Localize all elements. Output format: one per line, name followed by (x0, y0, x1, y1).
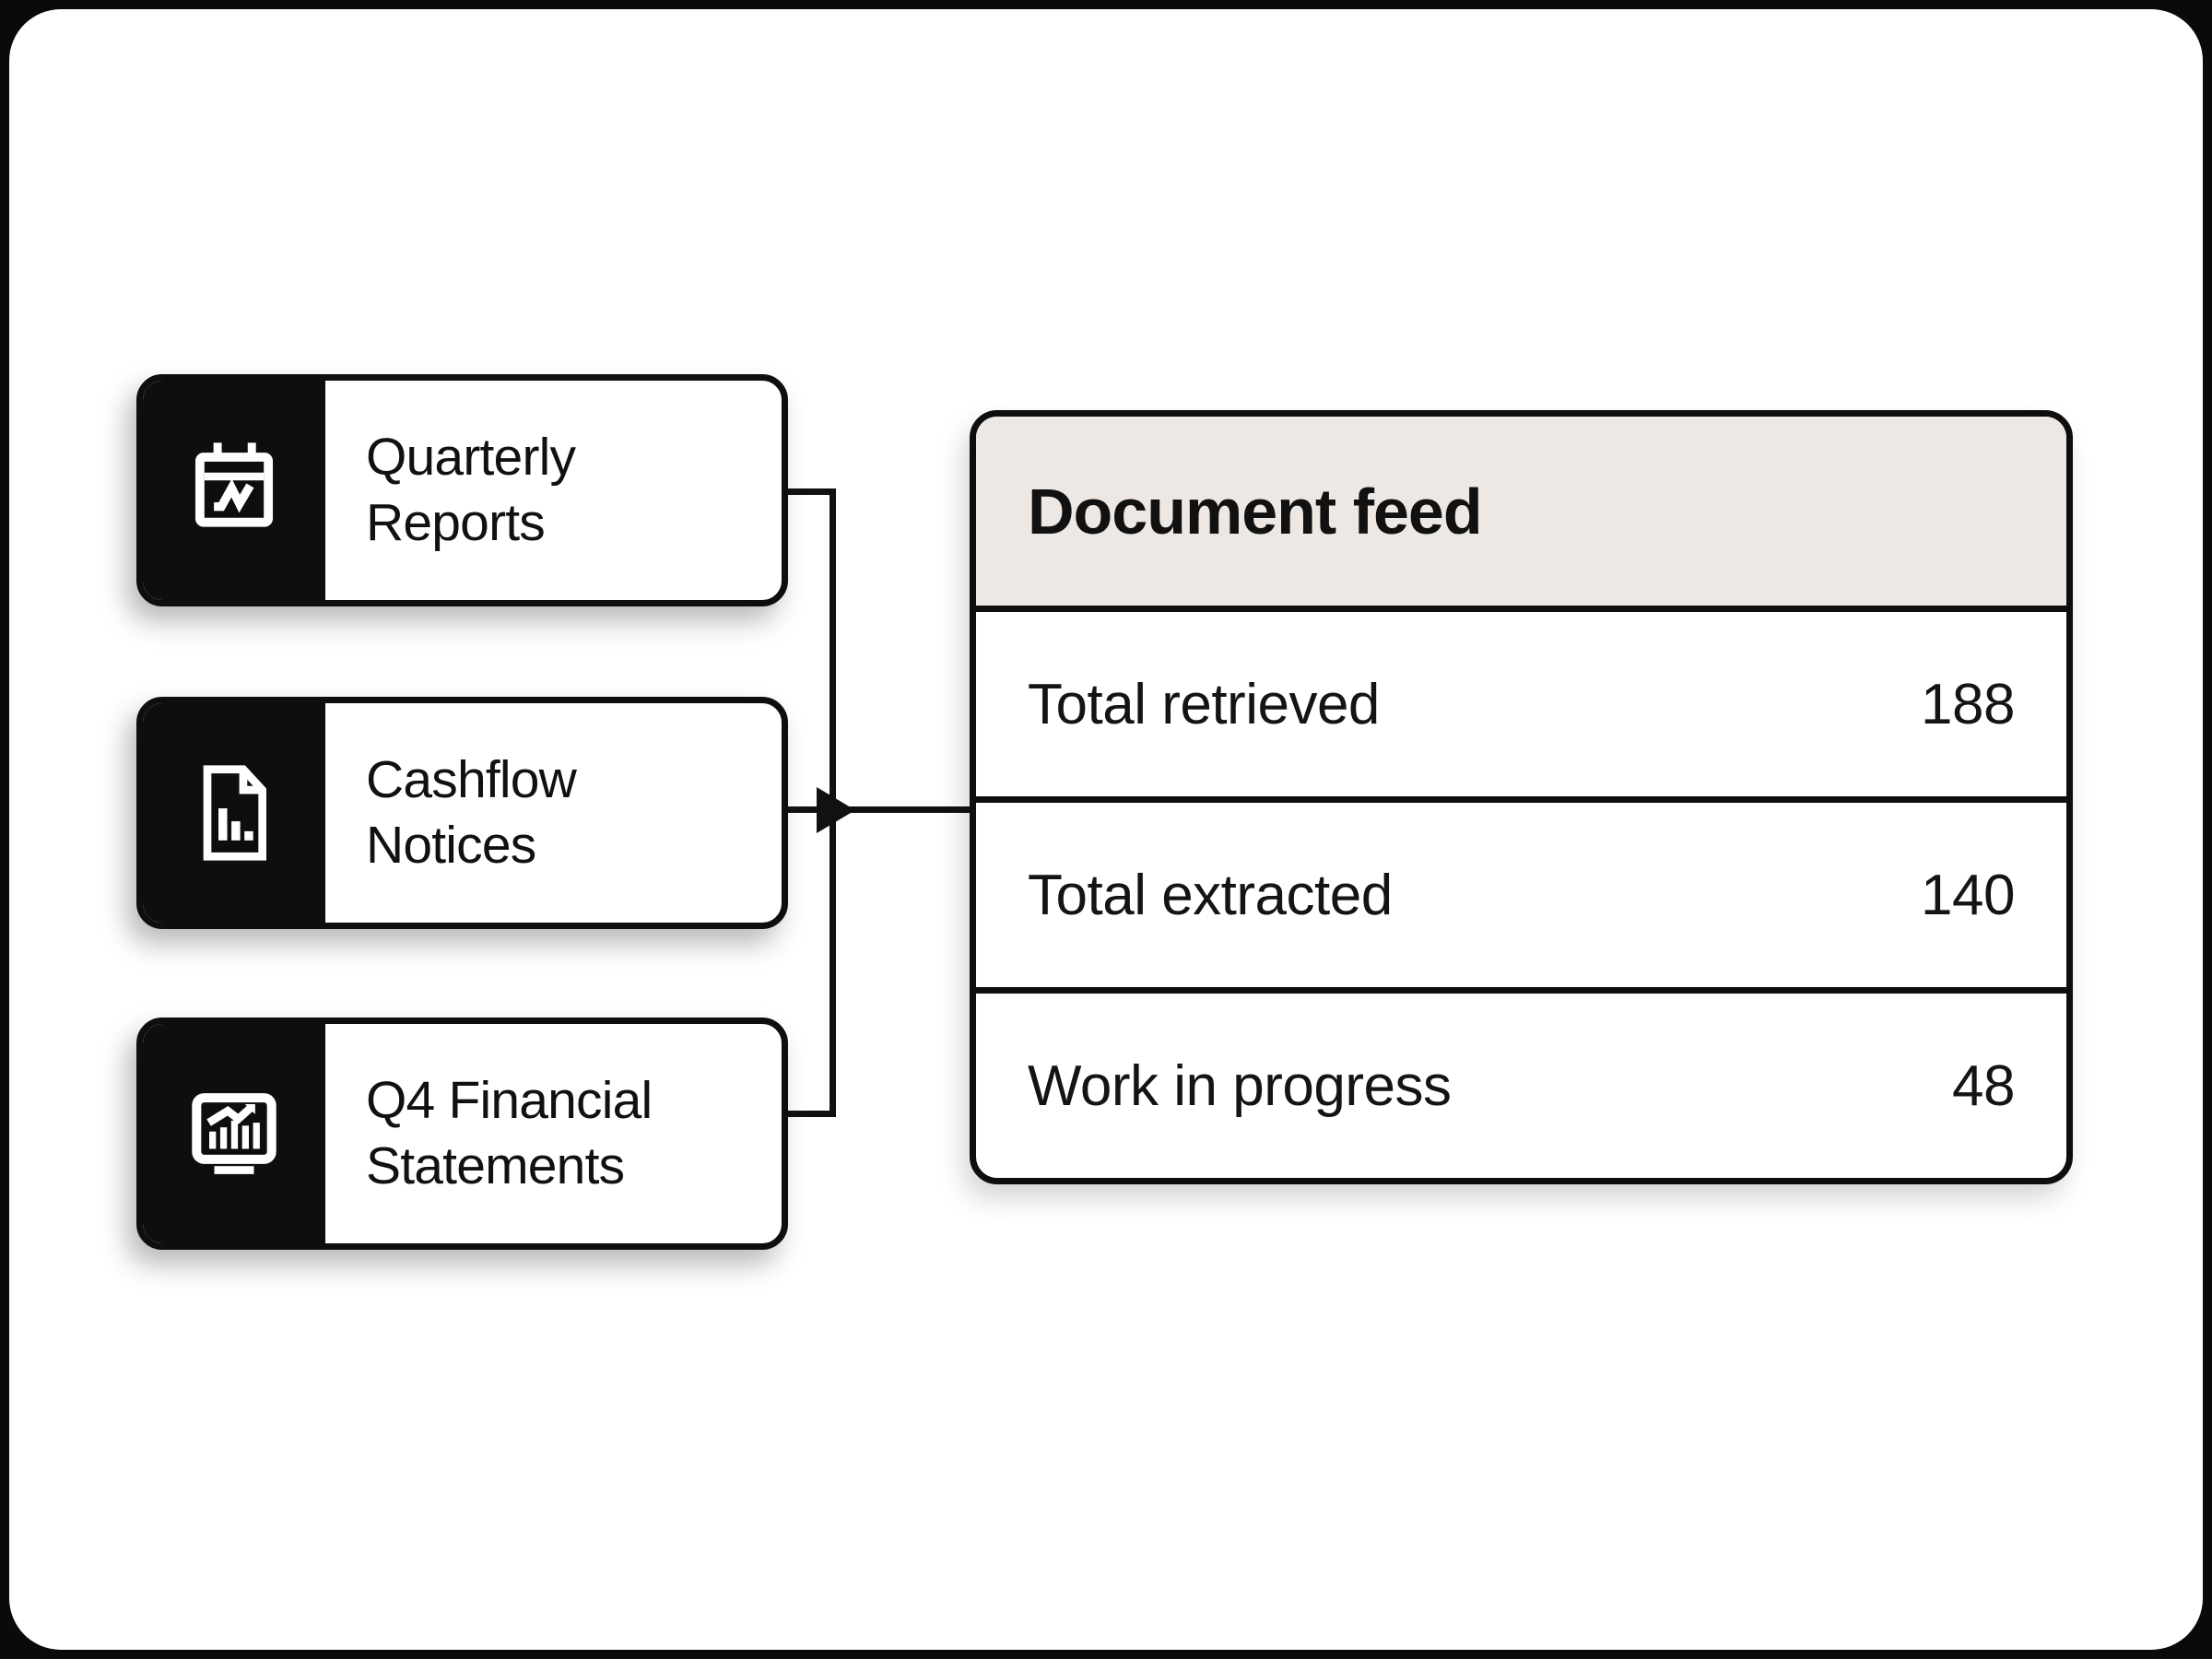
feed-row-work-in-progress: Work in progress 48 (976, 994, 2066, 1178)
arrowhead-icon (817, 787, 855, 833)
source-node-q4-financial-statements: Q4 Financial Statements (136, 1018, 788, 1250)
connector-line-top (788, 488, 836, 495)
row-value: 140 (1921, 863, 2015, 927)
feed-row-total-extracted: Total extracted 140 (976, 803, 2066, 994)
source-label: Quarterly Reports (366, 428, 576, 552)
presentation-chart-icon (192, 1093, 276, 1174)
calendar-chart-icon (194, 442, 274, 527)
source-node-quarterly-reports: Quarterly Reports (136, 374, 788, 606)
connector-line-main (788, 806, 970, 813)
connector-line-bottom (788, 1111, 836, 1117)
label-pane: Cashflow Notices (325, 703, 782, 923)
row-label: Total extracted (1028, 863, 1393, 927)
document-feed-title: Document feed (1028, 475, 1483, 547)
icon-pane (143, 1024, 325, 1243)
source-label: Q4 Financial Statements (366, 1071, 653, 1195)
document-chart-icon (203, 765, 267, 861)
icon-pane (143, 381, 325, 600)
source-label: Cashflow Notices (366, 750, 577, 875)
feed-row-total-retrieved: Total retrieved 188 (976, 612, 2066, 803)
source-node-cashflow-notices: Cashflow Notices (136, 697, 788, 929)
row-label: Total retrieved (1028, 672, 1380, 736)
document-feed-header: Document feed (976, 417, 2066, 612)
label-pane: Q4 Financial Statements (325, 1024, 782, 1243)
row-value: 188 (1921, 672, 2015, 736)
document-feed-card: Document feed Total retrieved 188 Total … (970, 410, 2073, 1184)
row-label: Work in progress (1028, 1053, 1452, 1118)
label-pane: Quarterly Reports (325, 381, 782, 600)
icon-pane (143, 703, 325, 923)
row-value: 48 (1952, 1053, 2015, 1118)
